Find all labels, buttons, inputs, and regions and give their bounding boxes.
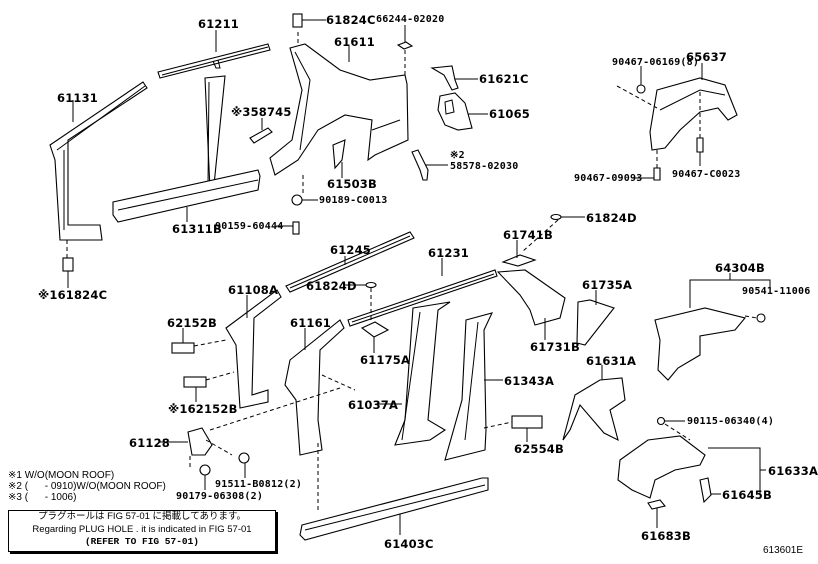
figure-id: 613601E	[762, 545, 803, 556]
footnote-1: ※1 W/O(MOON ROOF)	[8, 470, 115, 481]
part-61403C-drawing[interactable]	[299, 443, 489, 541]
label-90467-C0023[interactable]: 90467-C0023	[672, 169, 741, 180]
label-61403C[interactable]: 61403C	[384, 537, 434, 551]
label-66244-02020[interactable]: 66244-02020	[376, 14, 445, 25]
label-58745[interactable]: ※358745	[231, 105, 292, 119]
label-61128[interactable]: 61128	[129, 436, 171, 450]
label-61824C-left[interactable]: ※161824C	[38, 288, 108, 302]
label-90115-06340[interactable]: 90115-06340(4)	[687, 416, 775, 427]
part-90189-drawing[interactable]	[291, 194, 318, 206]
label-61231[interactable]: 61231	[428, 246, 470, 260]
part-61621C-drawing[interactable]	[430, 65, 478, 91]
label-58578-note: ※2	[450, 150, 465, 161]
part-61175A-drawing[interactable]	[360, 321, 390, 353]
notice-reference-link[interactable]: (REFER TO FIG 57-01)	[84, 536, 200, 547]
part-61741B-drawing[interactable]	[501, 213, 585, 267]
label-62554B[interactable]: 62554B	[514, 442, 564, 456]
label-61108A[interactable]: 61108A	[228, 283, 279, 297]
part-61161-drawing[interactable]	[284, 319, 356, 456]
part-61631A-drawing[interactable]	[562, 365, 626, 442]
footnote-2: ※2 ( - 0910)W/O(MOON ROOF)	[8, 481, 166, 492]
part-61037A-drawing[interactable]	[376, 301, 451, 446]
label-61037A[interactable]: 61037A	[348, 398, 399, 412]
label-61175A[interactable]: 61175A	[360, 353, 411, 367]
label-62152B[interactable]: 62152B	[167, 316, 217, 330]
label-61131[interactable]: 61131	[57, 91, 99, 105]
label-90541-11006[interactable]: 90541-11006	[742, 286, 811, 297]
part-61128-drawing[interactable]	[160, 387, 341, 490]
label-61631A[interactable]: 61631A	[586, 354, 637, 368]
label-62152B-note[interactable]: ※162152B	[168, 402, 238, 416]
label-61731B[interactable]: 61731B	[530, 340, 580, 354]
label-61741B[interactable]: 61741B	[503, 228, 553, 242]
label-61065[interactable]: 61065	[489, 107, 531, 121]
label-90189-C0013[interactable]: 90189-C0013	[319, 195, 388, 206]
label-61311B[interactable]: 61311B	[172, 222, 222, 236]
part-61245-drawing[interactable]	[285, 231, 415, 293]
label-61343A[interactable]: 61343A	[504, 374, 555, 388]
part-90159-drawing[interactable]	[276, 221, 300, 235]
label-61824D-right[interactable]: 61824D	[586, 211, 637, 225]
label-61633A[interactable]: 61633A	[768, 464, 818, 478]
footnotes: ※1 W/O(MOON ROOF) ※2 ( - 0910)W/O(MOON R…	[8, 470, 166, 503]
footnote-3: ※3 ( - 1006)	[8, 492, 77, 503]
part-61065-drawing[interactable]	[437, 92, 488, 131]
label-90159-60444[interactable]: 90159-60444	[215, 221, 284, 232]
part-58578-drawing[interactable]	[411, 149, 448, 181]
label-61161[interactable]: 61161	[290, 316, 332, 330]
label-65637[interactable]: 65637	[686, 50, 728, 64]
part-61343A-drawing[interactable]	[444, 312, 503, 461]
label-90179-06308[interactable]: 90179-06308(2)	[176, 491, 264, 502]
part-61131-drawing[interactable]	[49, 81, 148, 288]
part-61503B-drawing[interactable]	[332, 139, 346, 178]
label-64304B[interactable]: 64304B	[715, 261, 765, 275]
part-61231-drawing[interactable]	[344, 258, 498, 327]
label-61683B[interactable]: 61683B	[641, 529, 691, 543]
part-61611-drawing[interactable]	[269, 13, 409, 193]
label-61211[interactable]: 61211	[198, 17, 240, 31]
notice-english: Regarding PLUG HOLE . it is indicated in…	[32, 523, 252, 535]
label-91511-B0812[interactable]: 91511-B0812(2)	[215, 479, 303, 490]
label-58578-02030[interactable]: 58578-02030	[450, 161, 519, 172]
label-61735A[interactable]: 61735A	[582, 278, 633, 292]
part-58745-drawing[interactable]	[249, 118, 273, 144]
part-61731B-drawing[interactable]	[496, 269, 566, 340]
label-61824C-top[interactable]: 61824C	[326, 13, 376, 27]
part-61108A-drawing[interactable]	[171, 289, 282, 409]
plug-hole-notice: プラグホールは FIG 57-01 に掲載してあります。 Regarding P…	[8, 510, 276, 552]
part-62554B-drawing[interactable]	[483, 415, 543, 442]
part-61311B-drawing[interactable]	[112, 75, 261, 223]
part-61211-drawing[interactable]	[157, 30, 271, 79]
part-66244-drawing[interactable]	[396, 25, 414, 75]
part-65637-drawing[interactable]	[616, 63, 738, 181]
label-61503B[interactable]: 61503B	[327, 177, 377, 191]
label-61824D-mid[interactable]: 61824D	[306, 279, 357, 293]
part-61735A-drawing[interactable]	[576, 290, 615, 346]
part-64304B-drawing[interactable]	[654, 273, 771, 381]
label-61245[interactable]: 61245	[330, 243, 372, 257]
label-61611[interactable]: 61611	[334, 35, 376, 49]
label-90467-09093[interactable]: 90467-09093	[574, 173, 643, 184]
part-61633A-drawing[interactable]	[617, 416, 766, 529]
label-61621C[interactable]: 61621C	[479, 72, 529, 86]
label-90467-06169[interactable]: 90467-06169(8)	[612, 57, 700, 68]
notice-japanese: プラグホールは FIG 57-01 に掲載してあります。	[37, 511, 247, 522]
label-61645B[interactable]: 61645B	[722, 488, 772, 502]
